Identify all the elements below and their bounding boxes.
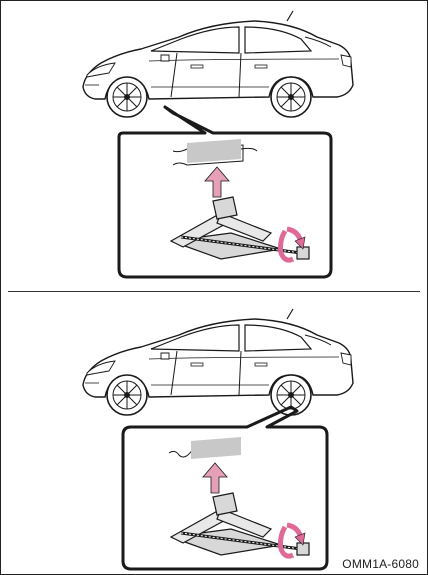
raise-arrow-icon [205, 167, 229, 197]
raise-arrow-icon [203, 463, 227, 493]
figure-front-svg [1, 1, 427, 291]
car-side-view-illustration [83, 11, 353, 117]
figure-rear-svg [1, 293, 427, 575]
figure-code-label: OMM1A-6080 [342, 557, 419, 571]
jack-point-plate [191, 437, 241, 459]
figure-front-jack-point [1, 1, 427, 291]
jack-point-plate [187, 139, 241, 163]
figure-rear-jack-point [1, 293, 427, 575]
figure-divider [8, 291, 420, 292]
car-side-view-illustration [83, 309, 353, 415]
